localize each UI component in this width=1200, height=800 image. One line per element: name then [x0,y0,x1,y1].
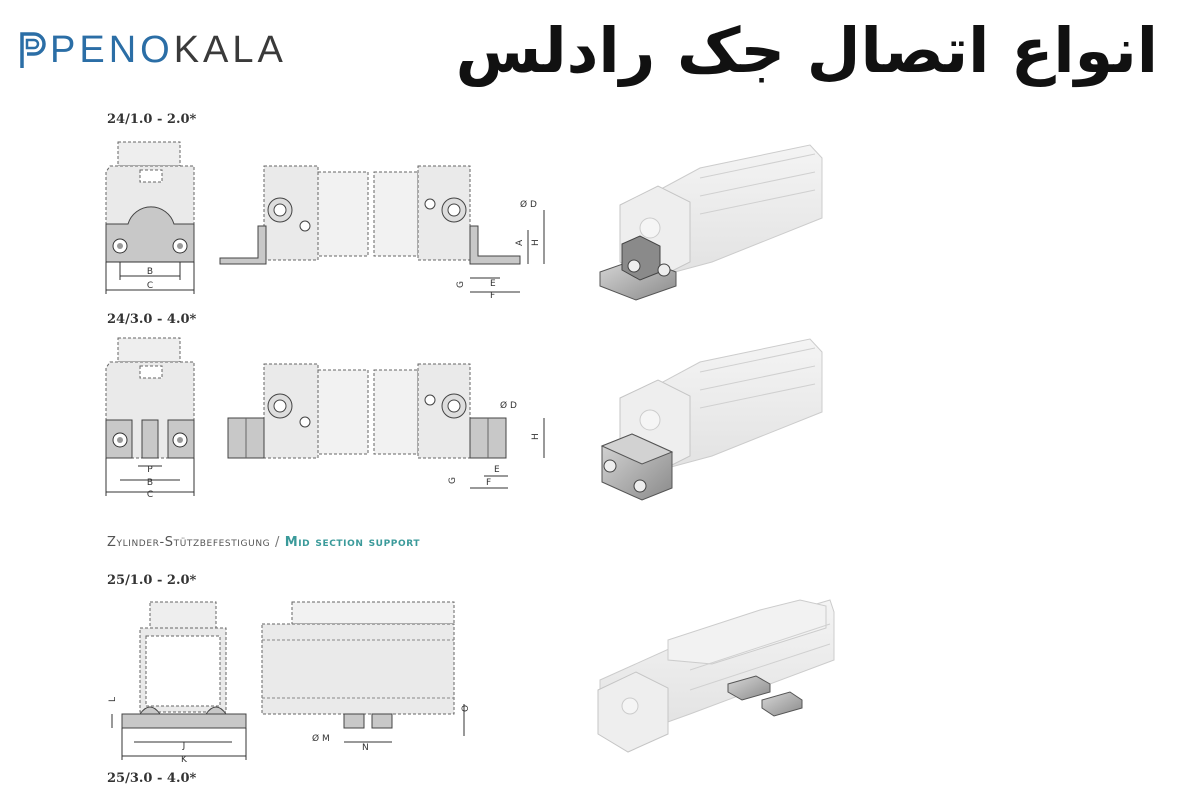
side-view-cylinder-row2 [227,363,507,459]
dim-f-row2: F [486,478,491,488]
dim-g-row1: G [456,281,466,288]
dim-c-row2: C [147,490,153,500]
dim-a-row1: A [515,239,525,246]
section-label-24-3: 24/3.0 - 4.0* [107,312,197,327]
page-title: انواع اتصال جک رادلس [455,14,1158,87]
heading-german: Zylinder-Stützbefestigung [107,535,271,550]
side-view-cylinder-row1 [219,165,521,265]
dim-h-row1: H [531,239,541,246]
dim-d-row2: Ø D [500,400,517,411]
dim-j-row3: J [182,741,186,751]
section-label-25-3: 25/3.0 - 4.0* [107,771,197,786]
logo-part1: PENO [50,28,174,71]
dim-g-row2: G [448,477,458,484]
section-label-25-1: 25/1.0 - 2.0* [107,573,197,588]
dim-l-row3: L [108,697,118,702]
dim-b-row2: B [147,478,153,488]
iso-cylinder-block-bracket [600,338,823,501]
dim-o-row3: O [461,705,471,712]
heading-english: Mid section support [284,535,421,550]
front-view-foot-bracket-2 [105,337,195,496]
side-view-mid-support [261,601,465,743]
front-view-foot-bracket-1 [105,141,195,294]
dim-d-row1: Ø D [520,199,537,210]
dim-e-row1: E [490,279,496,289]
mid-section-support-heading: Zylinder-Stützbefestigung / Mid section … [107,535,420,550]
dim-e-row2: E [494,465,500,475]
heading-separator: / [270,535,285,550]
logo-p-mark-icon [20,32,46,68]
iso-cylinder-foot-bracket [599,144,823,301]
dim-c-row1: C [147,281,153,291]
logo-wordmark: PENOKALA [50,29,287,72]
dim-k-row3: K [181,755,188,765]
penokala-logo[interactable]: PENOKALA [18,28,287,72]
logo-part2: KALA [173,28,287,71]
dim-b-row1: B [147,267,153,277]
dim-h-row2: H [531,433,541,440]
iso-cylinder-mid-support [597,599,835,753]
section-label-24-1: 24/1.0 - 2.0* [107,112,197,127]
dim-f-row1: F [490,291,495,301]
dim-p-row2: P [147,465,153,475]
dim-m-row3: Ø M [312,733,330,744]
dim-n-row3: N [362,743,369,753]
front-view-mid-support [111,601,247,760]
